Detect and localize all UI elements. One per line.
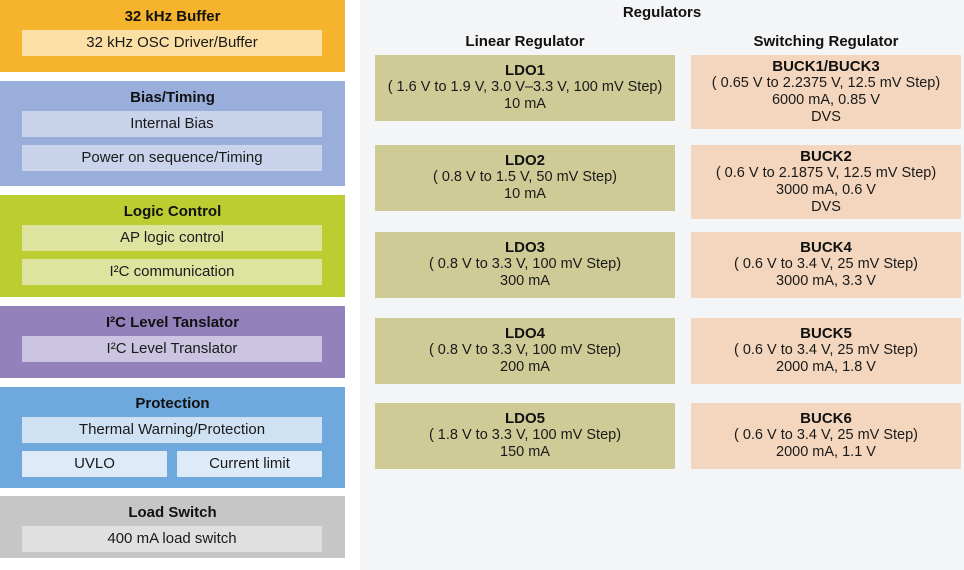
regulator-range: ( 0.65 V to 2.2375 V, 12.5 mV Step): [711, 75, 941, 91]
regulator-range: ( 0.8 V to 1.5 V, 50 mV Step): [432, 169, 618, 185]
regulator-feature: DVS: [811, 199, 841, 215]
regulator-buck6: BUCK6 ( 0.6 V to 3.4 V, 25 mV Step) 2000…: [691, 403, 961, 469]
block-protection: Protection Thermal Warning/Protection UV…: [0, 387, 345, 488]
item-current-limit: Current limit: [177, 451, 322, 477]
block-i2c-level-translator: I²C Level Tanslator I²C Level Translator: [0, 306, 345, 378]
switching-regulator-header: Switching Regulator: [753, 33, 899, 50]
regulator-ldo4: LDO4 ( 0.8 V to 3.3 V, 100 mV Step) 200 …: [375, 318, 675, 384]
regulator-current: 3000 mA, 0.6 V: [776, 182, 876, 198]
block-logic-control: Logic Control AP logic control I²C commu…: [0, 195, 345, 297]
regulator-current: 6000 mA, 0.85 V: [771, 92, 880, 108]
regulator-name: BUCK6: [800, 410, 852, 427]
linear-regulator-header: Linear Regulator: [465, 33, 585, 50]
regulator-current: 3000 mA, 3.3 V: [776, 273, 876, 289]
regulator-buck5: BUCK5 ( 0.6 V to 3.4 V, 25 mV Step) 2000…: [691, 318, 961, 384]
regulator-range: ( 1.8 V to 3.3 V, 100 mV Step): [428, 427, 622, 443]
regulator-range: ( 0.8 V to 3.3 V, 100 mV Step): [428, 256, 622, 272]
regulator-ldo2: LDO2 ( 0.8 V to 1.5 V, 50 mV Step) 10 mA: [375, 145, 675, 211]
regulator-name: BUCK2: [800, 148, 852, 165]
regulator-buck4: BUCK4 ( 0.6 V to 3.4 V, 25 mV Step) 3000…: [691, 232, 961, 298]
item-ap-logic-control: AP logic control: [22, 225, 322, 251]
regulator-range: ( 0.8 V to 3.3 V, 100 mV Step): [428, 342, 622, 358]
regulator-name: LDO5: [504, 410, 545, 427]
block-load-switch: Load Switch 400 mA load switch: [0, 496, 345, 558]
regulator-buck1-buck3: BUCK1/BUCK3 ( 0.65 V to 2.2375 V, 12.5 m…: [691, 55, 961, 129]
item-osc-driver-buffer: 32 kHz OSC Driver/Buffer: [22, 30, 322, 56]
block-title-bias-timing: Bias/Timing: [130, 89, 215, 106]
regulator-range: ( 0.6 V to 3.4 V, 25 mV Step): [733, 427, 919, 443]
regulator-feature: DVS: [811, 109, 841, 125]
block-bias-timing: Bias/Timing Internal Bias Power on seque…: [0, 81, 345, 186]
item-400ma-load-switch: 400 mA load switch: [22, 526, 322, 552]
protection-split-row: UVLO Current limit: [22, 451, 322, 477]
block-title-32khz-buffer: 32 kHz Buffer: [124, 8, 221, 25]
item-i2c-level-translator: I²C Level Translator: [22, 336, 322, 362]
item-thermal-warning-protection: Thermal Warning/Protection: [22, 417, 322, 443]
regulators-panel: Regulators Linear Regulator Switching Re…: [360, 0, 964, 570]
regulator-ldo3: LDO3 ( 0.8 V to 3.3 V, 100 mV Step) 300 …: [375, 232, 675, 298]
regulator-current: 10 mA: [504, 96, 546, 112]
item-internal-bias: Internal Bias: [22, 111, 322, 137]
block-title-logic-control: Logic Control: [123, 203, 222, 220]
regulator-name: LDO2: [504, 152, 545, 169]
regulator-name: BUCK5: [800, 325, 852, 342]
regulator-range: ( 1.6 V to 1.9 V, 3.0 V–3.3 V, 100 mV St…: [387, 79, 663, 95]
regulator-name: BUCK4: [800, 239, 852, 256]
regulator-current: 300 mA: [500, 273, 550, 289]
block-32khz-buffer: 32 kHz Buffer 32 kHz OSC Driver/Buffer: [0, 0, 345, 72]
regulator-current: 200 mA: [500, 359, 550, 375]
regulator-range: ( 0.6 V to 2.1875 V, 12.5 mV Step): [715, 165, 937, 181]
regulator-name: BUCK1/BUCK3: [772, 58, 880, 75]
item-uvlo: UVLO: [22, 451, 167, 477]
item-power-on-sequence: Power on sequence/Timing: [22, 145, 322, 171]
item-i2c-communication: I²C communication: [22, 259, 322, 285]
block-title-i2c-level-translator: I²C Level Tanslator: [105, 314, 240, 331]
regulator-name: LDO4: [504, 325, 545, 342]
regulator-range: ( 0.6 V to 3.4 V, 25 mV Step): [733, 342, 919, 358]
regulators-title: Regulators: [622, 4, 702, 21]
regulator-name: LDO1: [504, 62, 545, 79]
regulator-current: 2000 mA, 1.1 V: [776, 444, 876, 460]
regulator-name: LDO3: [504, 239, 545, 256]
regulator-range: ( 0.6 V to 3.4 V, 25 mV Step): [733, 256, 919, 272]
regulator-ldo1: LDO1 ( 1.6 V to 1.9 V, 3.0 V–3.3 V, 100 …: [375, 55, 675, 121]
block-title-load-switch: Load Switch: [128, 504, 217, 521]
block-title-protection: Protection: [135, 395, 210, 412]
regulator-buck2: BUCK2 ( 0.6 V to 2.1875 V, 12.5 mV Step)…: [691, 145, 961, 219]
regulator-current: 150 mA: [500, 444, 550, 460]
regulator-current: 2000 mA, 1.8 V: [776, 359, 876, 375]
regulator-current: 10 mA: [504, 186, 546, 202]
regulator-ldo5: LDO5 ( 1.8 V to 3.3 V, 100 mV Step) 150 …: [375, 403, 675, 469]
